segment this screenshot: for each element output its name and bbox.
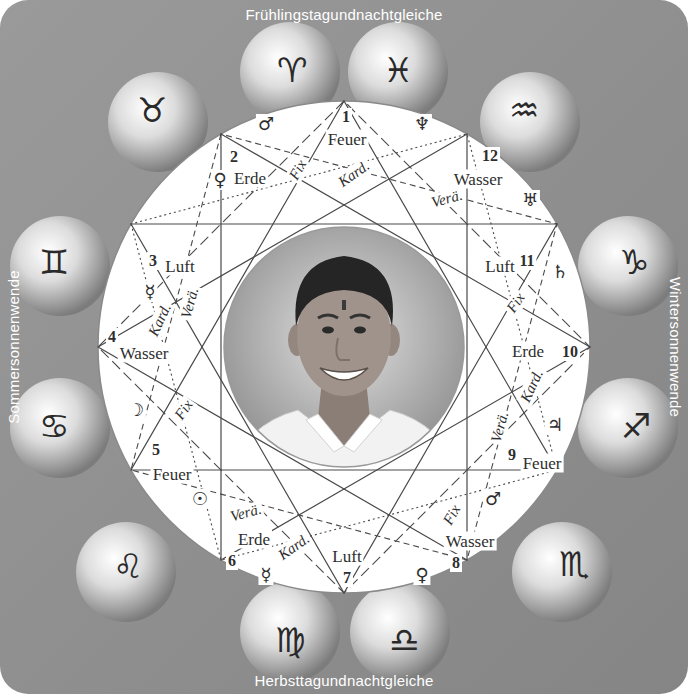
house-number: 4 xyxy=(106,328,118,346)
sign-sphere xyxy=(512,522,612,622)
eye xyxy=(322,327,334,334)
portrait-figure xyxy=(226,256,462,480)
house-number: 12 xyxy=(480,147,500,165)
fire-triangle xyxy=(131,101,557,470)
element-label: Luft xyxy=(330,547,363,566)
sign-sphere xyxy=(578,216,678,316)
zodiac-sign: ♎ xyxy=(385,621,423,659)
portrait-photo xyxy=(224,227,464,480)
element-triangles xyxy=(98,101,590,593)
sign-sphere xyxy=(76,522,176,622)
collar xyxy=(306,414,344,452)
element-label: Feuer xyxy=(521,454,564,473)
house-number: 9 xyxy=(506,446,518,464)
zodiac-glyph: ♐ xyxy=(621,409,651,443)
house-number: 3 xyxy=(147,252,159,270)
house-number: 10 xyxy=(560,343,580,361)
smile xyxy=(320,368,368,380)
house-number: 2 xyxy=(228,148,240,166)
zodiac-glyph: ♏ xyxy=(559,547,589,581)
eyebrow xyxy=(350,315,370,318)
element-label: Luft xyxy=(163,257,196,276)
house-number: 6 xyxy=(226,552,238,570)
air-triangle xyxy=(131,224,557,593)
mutable-square xyxy=(131,134,557,560)
zodiac-sign: ♏ xyxy=(555,545,593,583)
planet-symbol: ♄ xyxy=(550,262,570,282)
zodiac-glyph: ♑ xyxy=(619,245,649,279)
element-label: Erde xyxy=(236,530,272,549)
sign-sphere xyxy=(350,582,450,682)
planet-symbol: ♂ xyxy=(256,114,276,134)
fixed-square xyxy=(131,134,557,560)
zodiac-sign: ♋ xyxy=(35,407,73,445)
zodiac-glyph: ♊ xyxy=(39,245,69,279)
season-label: Frühlingstagundnachtgleiche xyxy=(243,6,444,23)
earth-triangle xyxy=(221,134,590,560)
sign-sphere xyxy=(10,216,110,316)
house-number: 1 xyxy=(340,108,352,126)
chart-disc xyxy=(98,101,590,593)
zodiac-glyph: ♓ xyxy=(383,53,413,87)
zodiac-glyph: ♈ xyxy=(277,53,307,87)
zodiac-glyph: ♌ xyxy=(113,549,143,583)
planet-symbol: ☉ xyxy=(190,489,210,509)
element-label: Feuer xyxy=(326,130,369,149)
zodiac-glyph: ♒ xyxy=(509,93,539,127)
element-label: Erde xyxy=(510,342,546,361)
zodiac-sign: ♌ xyxy=(109,547,147,585)
house-number: 5 xyxy=(150,441,162,459)
forehead-mark xyxy=(342,300,346,310)
planet-symbol: ♃ xyxy=(545,415,565,435)
house-number: 7 xyxy=(341,569,353,587)
hair xyxy=(295,256,393,326)
element-label: Wasser xyxy=(444,532,497,551)
element-label: Erde xyxy=(232,169,268,188)
zodiac-sign: ♐ xyxy=(617,407,655,445)
zodiac-sign: ♑ xyxy=(615,243,653,281)
zodiac-glyph: ♉ xyxy=(137,93,167,127)
zodiac-sign: ♒ xyxy=(505,91,543,129)
season-label: Herbsttagundnachtgleiche xyxy=(252,672,435,689)
house-number: 11 xyxy=(517,252,536,270)
planet-symbol: ☽ xyxy=(126,400,146,420)
eye xyxy=(354,327,366,334)
planet-symbol: ♂ xyxy=(483,489,503,509)
water-triangle xyxy=(98,134,467,560)
sign-spheres xyxy=(10,22,678,682)
sign-sphere xyxy=(480,72,580,172)
zodiac-glyph: ♎ xyxy=(389,623,419,657)
collar xyxy=(344,414,382,452)
element-label: Feuer xyxy=(151,465,194,484)
element-label: Wasser xyxy=(118,344,171,363)
zodiac-sign: ♈ xyxy=(273,51,311,89)
element-label: Luft xyxy=(483,257,516,276)
season-label: Sommersonnenwende xyxy=(5,268,22,426)
nose xyxy=(336,338,350,360)
zodiac-sign: ♓ xyxy=(379,51,417,89)
zodiac-glyph: ♍ xyxy=(275,623,305,657)
planet-symbol: ☿ xyxy=(142,282,157,302)
planet-symbol: ♅ xyxy=(520,190,540,210)
quality-squares xyxy=(98,101,590,593)
planet-symbol: ♆ xyxy=(412,114,432,134)
house-number: 8 xyxy=(450,554,462,572)
sign-sphere xyxy=(10,378,110,478)
eyebrow xyxy=(318,315,338,318)
sign-sphere xyxy=(578,378,678,478)
zodiac-sign: ♍ xyxy=(271,621,309,659)
season-label: Wintersonnenwende xyxy=(667,275,684,419)
planet-symbol: ☿ xyxy=(258,565,273,585)
planet-symbol: ♀ xyxy=(413,565,430,585)
zodiac-glyph: ♋ xyxy=(39,409,69,443)
photo-border xyxy=(224,227,464,467)
zodiac-sign: ♉ xyxy=(133,91,171,129)
zodiac-sign: ♊ xyxy=(35,243,73,281)
cardinal-square xyxy=(98,101,590,593)
sign-sphere xyxy=(240,582,340,682)
planet-symbol: ♀ xyxy=(211,170,228,190)
